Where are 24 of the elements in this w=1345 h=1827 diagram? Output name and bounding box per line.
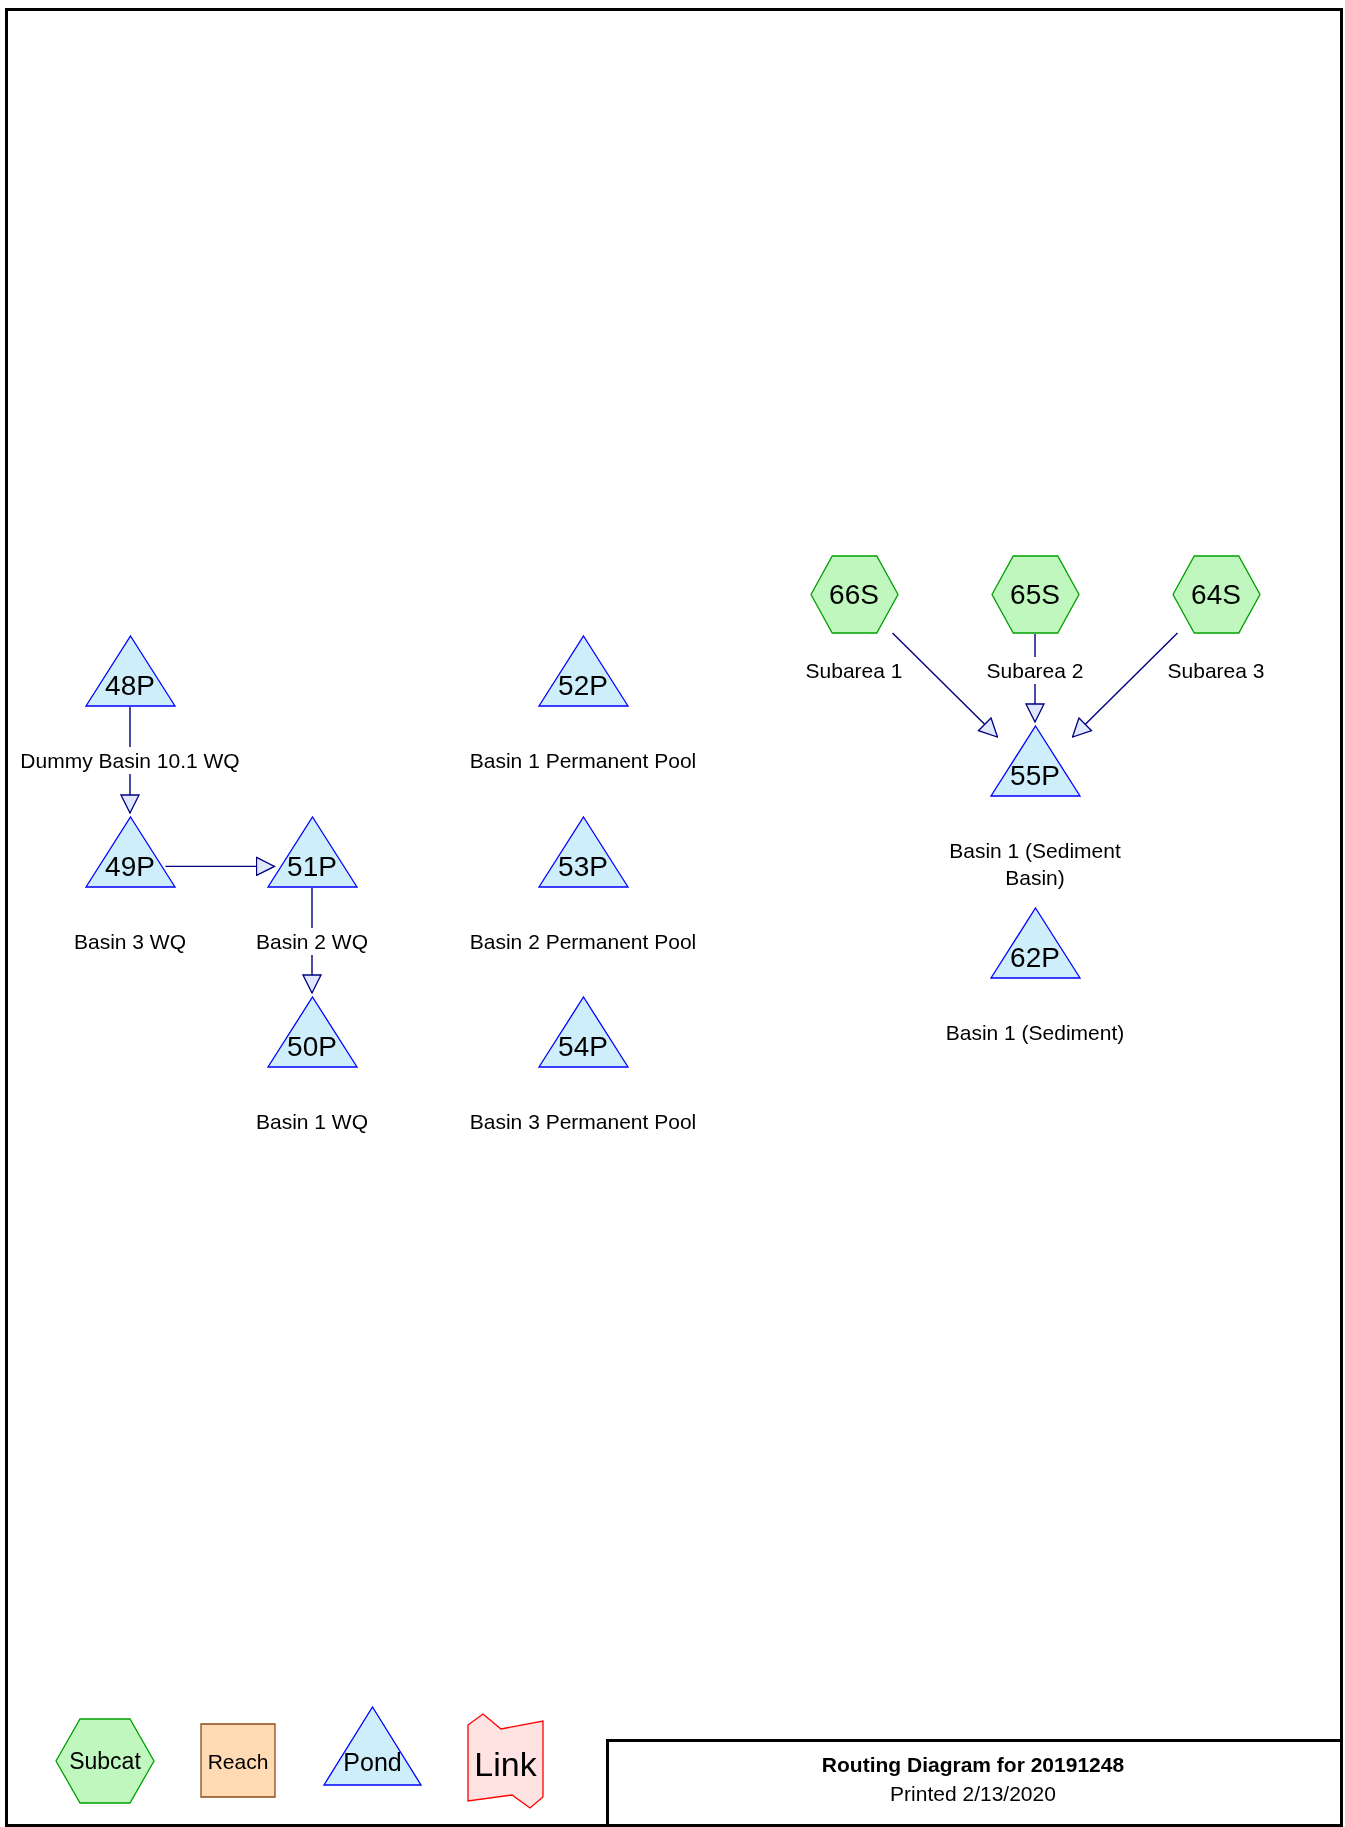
node-id: 50P [287,1033,337,1062]
node-id: 48P [105,672,155,701]
node-id: 53P [558,853,608,882]
legend-label: Link [474,1747,537,1781]
node-id: 62P [1010,944,1060,973]
node-id: 52P [558,672,608,701]
legend-label: Subcat [69,1749,141,1773]
node-id: 51P [287,853,337,882]
node-id: 54P [558,1033,608,1062]
flow-arrow [891,632,999,738]
node-label: Basin 2 WQ [254,928,370,955]
node-id: 49P [105,853,155,882]
node-label: Subarea 2 [984,657,1086,684]
node-id: 55P [1010,762,1060,791]
node-id: 64S [1191,580,1241,609]
print-note: Printed 2/13/2020 [889,1782,1057,1806]
flow-arrow [1071,632,1179,738]
node-id: 65S [1010,580,1060,609]
flow-arrow [164,856,276,877]
diagram-title: Routing Diagram for 20191248 [820,1753,1126,1777]
legend-label: Reach [207,1750,269,1772]
node-label: Dummy Basin 10.1 WQ [18,747,242,774]
node-id: 66S [829,580,879,609]
legend-label: Pond [343,1749,402,1775]
